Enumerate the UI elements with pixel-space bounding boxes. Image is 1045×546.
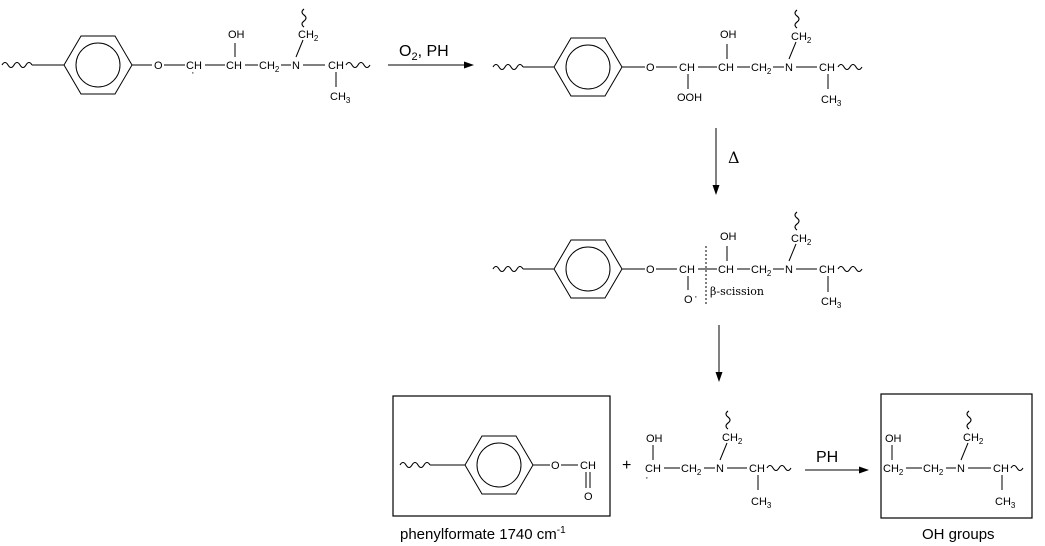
- chain-end-wavy-up: [966, 410, 972, 430]
- chain-end-wavy-right: [837, 63, 863, 71]
- atom-ch: CH: [328, 60, 344, 72]
- atom-ch2: CH2: [791, 233, 812, 247]
- atom-ch3: CH3: [330, 91, 351, 105]
- arrow-label-o2-ph: O2, PH: [399, 43, 449, 63]
- atom-ch: CH: [718, 264, 734, 276]
- atom-ch: CH: [679, 62, 695, 74]
- aromatic-circle: [476, 442, 522, 488]
- atom-oh: OH: [646, 433, 663, 445]
- aromatic-circle: [565, 44, 611, 90]
- chain-end-wavy-up: [301, 8, 307, 28]
- chain-end-wavy-left: [1, 61, 33, 69]
- atom-n: N: [957, 463, 965, 475]
- benzene-ring: [553, 239, 623, 299]
- chain-end-wavy-left: [492, 63, 524, 71]
- benzene-ring: [464, 435, 534, 495]
- atom-n: N: [716, 463, 724, 475]
- fragment-carbon-radical: OH CH · CH2 N CH2 CH CH3: [645, 410, 792, 510]
- atom-ch3: CH3: [821, 94, 842, 108]
- caption-oh-groups: OH groups: [922, 526, 995, 543]
- atom-ch: CH: [580, 460, 596, 472]
- plus-sign: +: [622, 457, 631, 474]
- aromatic-circle: [565, 246, 611, 292]
- atom-ch2: CH2: [751, 62, 772, 76]
- atom-ch: CH: [645, 463, 661, 475]
- chain-end-wavy-right: [345, 61, 371, 69]
- atom-oh: OH: [885, 433, 902, 445]
- phenylformate-box: [392, 395, 611, 517]
- atom-ch: CH: [679, 264, 695, 276]
- benzene-ring: [553, 37, 623, 97]
- atom-ch: CH: [819, 62, 835, 74]
- caption-phenylformate: phenylformate 1740 cm-1: [400, 525, 566, 543]
- product-oh-groups: OH CH2 CH2 N CH2 CH CH3 OH groups: [880, 393, 1033, 543]
- atom-ch2: CH2: [722, 432, 743, 446]
- aromatic-circle: [75, 42, 121, 88]
- atom-n: N: [785, 62, 793, 74]
- structure-hydroperoxide: O CH OOH CH OH CH2 N CH2 CH CH3: [492, 9, 863, 108]
- chain-end-wavy-up: [794, 9, 800, 29]
- atom-o: O: [646, 264, 655, 276]
- atom-oh: OH: [720, 231, 737, 243]
- arrow-label-ph: PH: [816, 449, 838, 466]
- atom-ch2: CH2: [298, 29, 319, 43]
- atom-ch: CH: [186, 60, 202, 72]
- atom-o: O: [154, 60, 163, 72]
- chain-end-wavy-right: [766, 464, 792, 472]
- reaction-arrow-h-abstraction: PH: [805, 449, 869, 474]
- atom-ch3: CH3: [751, 496, 772, 510]
- atom-ch3: CH3: [995, 496, 1016, 510]
- beta-scission-label: β-scission: [710, 285, 764, 298]
- reaction-arrow-heat: Δ: [712, 128, 740, 195]
- atom-radical-o: O: [684, 294, 693, 306]
- arrow-label-delta: Δ: [728, 148, 740, 167]
- chain-end-wavy-left: [399, 461, 431, 469]
- atom-o: O: [551, 460, 560, 472]
- atom-ch: CH: [749, 463, 765, 475]
- structure-alkoxy-radical: O CH O · β-scission CH OH CH2 N CH2 CH C…: [492, 211, 863, 310]
- atom-ch2: CH2: [923, 463, 944, 477]
- chain-end-wavy-up: [725, 410, 731, 430]
- atom-ooh: OOH: [677, 92, 702, 104]
- atom-ch: CH: [718, 62, 734, 74]
- chain-end-wavy-right: [1010, 464, 1024, 472]
- atom-o: O: [646, 62, 655, 74]
- chain-end-wavy-right: [837, 265, 863, 273]
- structure-epoxy-radical: O CH · CH OH CH2 N CH2 CH CH3: [1, 8, 371, 105]
- atom-oh: OH: [228, 29, 245, 41]
- atom-ch: CH: [819, 264, 835, 276]
- atom-ch2: CH2: [259, 60, 280, 74]
- radical-dot: ·: [191, 67, 195, 79]
- atom-ch3: CH3: [821, 296, 842, 310]
- atom-carbonyl-o: O: [584, 491, 593, 503]
- atom-n: N: [292, 60, 300, 72]
- atom-ch2: CH2: [963, 432, 984, 446]
- product-phenylformate: O CH O phenylformate 1740 cm-1: [392, 395, 611, 543]
- atom-ch: CH: [226, 60, 242, 72]
- chain-end-wavy-left: [492, 265, 524, 273]
- benzene-ring: [63, 35, 133, 95]
- atom-ch2: CH2: [883, 463, 904, 477]
- reaction-arrow-oxidation: O2, PH: [388, 43, 474, 69]
- chain-end-wavy-up: [794, 211, 800, 231]
- atom-ch: CH: [993, 463, 1009, 475]
- oh-groups-box: [880, 393, 1033, 519]
- reaction-arrow-scission: [715, 325, 723, 382]
- atom-ch2: CH2: [751, 264, 772, 278]
- radical-dot: ·: [645, 472, 649, 484]
- atom-ch2: CH2: [791, 31, 812, 45]
- radical-dot: ·: [694, 291, 698, 303]
- atom-n: N: [785, 264, 793, 276]
- atom-ch2: CH2: [681, 463, 702, 477]
- atom-oh: OH: [720, 29, 737, 41]
